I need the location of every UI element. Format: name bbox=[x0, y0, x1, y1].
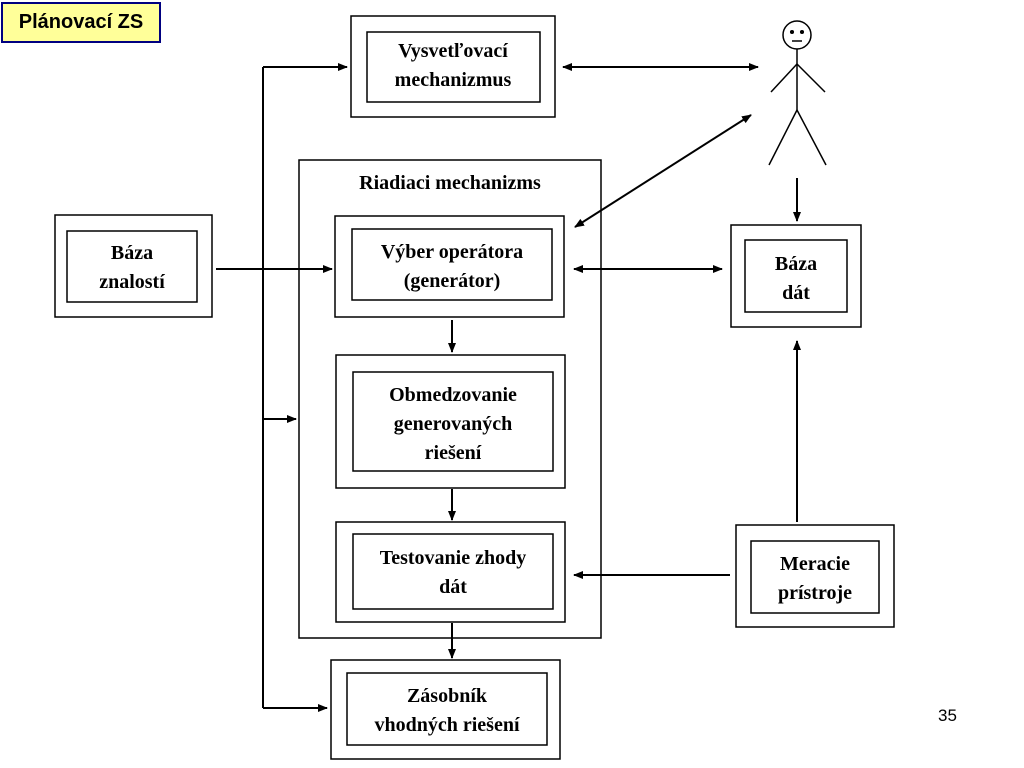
baza-dat-label-line2: dát bbox=[782, 282, 810, 304]
vyber-label-line1: Výber operátora bbox=[381, 241, 523, 263]
node-zasobnik bbox=[330, 659, 561, 760]
obmedzovanie-label-line2: generovaných bbox=[394, 413, 513, 435]
node-vyber-operatora bbox=[334, 215, 565, 318]
node-testovanie bbox=[335, 521, 566, 623]
node-obmedzovanie bbox=[335, 354, 566, 489]
testovanie-label-line2: dát bbox=[439, 576, 467, 598]
arrow-vyber-user bbox=[574, 114, 752, 228]
stick-figure-user-icon bbox=[768, 20, 827, 166]
node-baza-dat bbox=[730, 224, 862, 328]
baza-znalosti-label-line1: Báza bbox=[111, 242, 153, 264]
zasobnik-label-line2: vhodných riešení bbox=[374, 714, 519, 736]
meracie-label-line1: Meracie bbox=[780, 553, 850, 575]
page-number: 35 bbox=[938, 706, 957, 725]
testovanie-label-line1: Testovanie zhody bbox=[380, 547, 527, 569]
slide-title: Plánovací ZS bbox=[1, 2, 161, 43]
node-meracie-pristroje bbox=[735, 524, 895, 628]
obmedzovanie-label-line3: riešení bbox=[425, 442, 482, 464]
riadiaci-mechanizms-label: Riadiaci mechanizms bbox=[359, 172, 541, 194]
baza-znalosti-label-line2: znalostí bbox=[99, 271, 165, 293]
obmedzovanie-label-line1: Obmedzovanie bbox=[389, 384, 517, 406]
node-baza-znalosti bbox=[54, 214, 213, 318]
node-vysvetlovaci-mechanizmus bbox=[350, 15, 556, 118]
zasobnik-label-line1: Zásobník bbox=[407, 685, 488, 707]
riadiaci-mechanizms-container bbox=[298, 159, 602, 639]
vysvetlovaci-label-line2: mechanizmus bbox=[395, 69, 512, 91]
meracie-label-line2: prístroje bbox=[778, 582, 852, 604]
baza-dat-label-line1: Báza bbox=[775, 253, 817, 275]
vysvetlovaci-label-line1: Vysvetľovací bbox=[398, 40, 508, 62]
vyber-label-line2: (generátor) bbox=[404, 270, 501, 292]
